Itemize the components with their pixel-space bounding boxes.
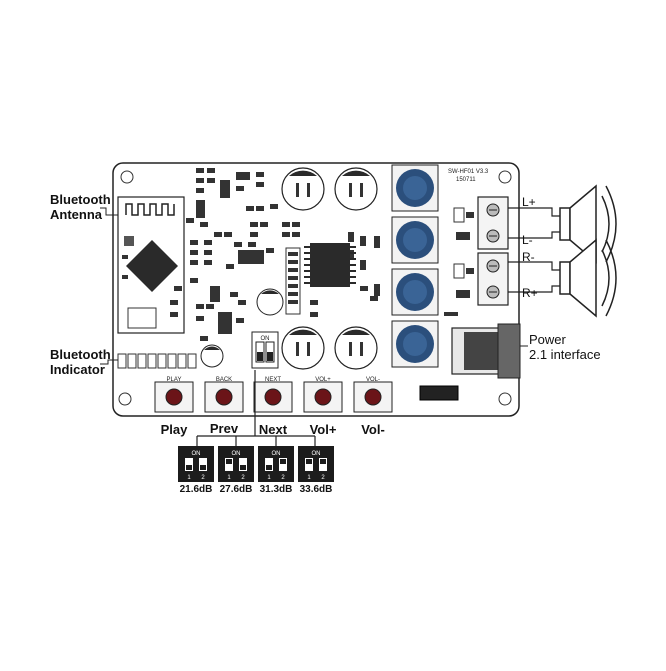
power-label: Power 2.1 interface [529,332,601,362]
speaker-wires [508,207,560,293]
board-model: SW-HF01 V3.3 [448,169,489,175]
fuse [419,385,459,401]
gain-switches [178,446,334,482]
push-button-icon [353,381,393,413]
silk-voldown: VOL- [366,377,380,383]
bluetooth-indicator-label: Bluetooth Indicator [50,347,111,377]
indicator-leader [100,359,118,365]
mount-hole-bl [118,392,132,406]
gain-switch-on: ON [232,451,241,457]
push-buttons [154,381,393,413]
mount-hole-br [498,392,512,406]
gain-value: 27.6dB [219,484,253,495]
dip-silk-on: ON [261,336,270,342]
button-label-voldown: Vol- [361,422,385,437]
dip-switch-icon [298,446,334,482]
speaker-left-pos-label: L+ [522,195,536,209]
smd-components [174,168,380,341]
dip-switch-icon [178,446,214,482]
button-label-next: Next [258,422,288,437]
silk-play: PLAY [167,377,182,383]
speaker-terminal-right [477,252,509,306]
gain-switch-on: ON [312,451,321,457]
capacitors [200,167,378,370]
gain-switch-num: 2 [201,475,205,481]
board-date-code: 150711 [456,177,476,183]
dc-jack-icon [451,323,521,379]
dip-switch-icon [251,331,279,369]
gain-switch-num: 2 [241,475,245,481]
silk-volup: VOL+ [315,377,331,383]
push-button-icon [303,381,343,413]
speaker-left-neg-label: L- [522,233,533,247]
antenna-leader [100,207,118,216]
push-button-icon [253,381,293,413]
mount-hole-tl [120,170,134,184]
speaker-right-neg-label: R- [522,250,535,264]
silk-back: BACK [216,377,232,383]
annotation-line: Antenna [50,207,102,222]
gain-value: 21.6dB [179,484,213,495]
led-header-row [117,353,197,369]
resistor-array [285,247,301,315]
gain-switch-num: 1 [187,475,191,481]
gain-switch-on: ON [272,451,281,457]
button-label-play: Play [160,422,188,437]
gain-switch-num: 2 [321,475,325,481]
dip-switch-icon [258,446,294,482]
gain-value: 33.6dB [299,484,333,495]
dip-switch-icon [218,446,254,482]
push-button-icon [154,381,194,413]
mount-hole-tr [498,170,512,184]
annotation-line: Indicator [50,362,105,377]
annotation-line: Bluetooth [50,347,111,362]
annotation-line: Power [529,332,566,347]
button-label-prev: Prev [209,421,239,436]
gain-switch-num: 1 [227,475,231,481]
gain-switch-num: 1 [307,475,311,481]
gain-switch-num: 1 [267,475,271,481]
button-label-volup: Vol+ [309,422,337,437]
speaker-icon [559,238,617,318]
annotation-line: 2.1 interface [529,347,601,362]
silk-next: NEXT [265,377,281,383]
inductors [391,164,439,368]
bluetooth-antenna-label: Bluetooth Antenna [50,192,111,222]
gain-bracket [196,370,316,446]
push-button-icon [204,381,244,413]
annotation-line: Bluetooth [50,192,111,207]
bluetooth-module-icon [117,196,185,334]
speaker-right-pos-label: R+ [522,286,538,300]
speaker-icon [559,184,617,264]
speaker-terminal-left [477,196,509,250]
gain-switch-on: ON [192,451,201,457]
gain-switch-num: 2 [281,475,285,481]
gain-value: 31.3dB [259,484,293,495]
amplifier-chip [304,243,356,287]
